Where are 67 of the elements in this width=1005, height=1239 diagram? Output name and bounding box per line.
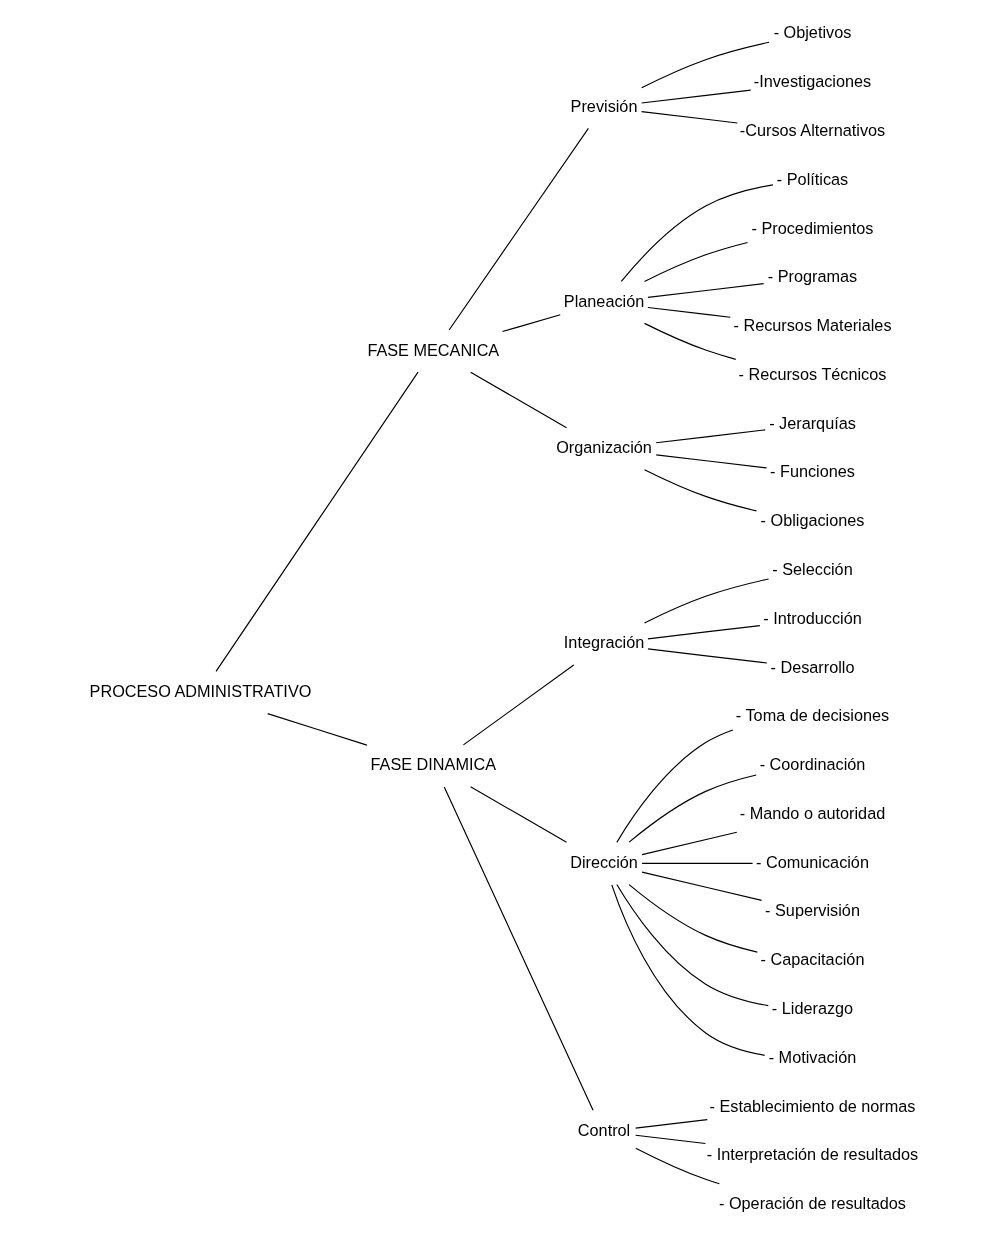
node-text: - Operación de resultados (718, 1194, 906, 1213)
node-text: - Procedimientos (751, 218, 873, 237)
connector (501, 314, 561, 333)
node-text: - Interpretación de resultados (706, 1145, 918, 1164)
connector (628, 774, 757, 843)
node-text: - Desarrollo (770, 657, 854, 676)
node-text: Previsión (570, 96, 637, 115)
node-text: - Liderazgo (771, 999, 853, 1018)
node-text: - Funciones (769, 462, 855, 481)
node-text: - Capacitación (760, 950, 864, 969)
connector (640, 111, 738, 124)
connector (655, 429, 766, 444)
connector (615, 883, 769, 1007)
node-text: PROCESO ADMINISTRATIVO (89, 681, 311, 700)
node-text: - Recursos Técnicos (738, 364, 886, 383)
connector (443, 786, 594, 1111)
connector (628, 884, 758, 953)
connector (634, 1134, 706, 1145)
connector (643, 469, 757, 512)
connector (646, 648, 767, 664)
connector (646, 306, 731, 318)
connector (646, 283, 764, 298)
connector (640, 871, 762, 901)
node-text: - Supervisión (764, 901, 860, 920)
connector (640, 89, 751, 104)
connector (640, 831, 737, 856)
node-text: - Objetivos (773, 23, 851, 42)
connector (655, 454, 767, 469)
node-text: -Investigaciones (753, 72, 871, 91)
node-text: Planeación (563, 291, 644, 310)
node-text: Control (577, 1120, 630, 1139)
connector (643, 241, 748, 283)
connector (469, 786, 567, 843)
node-text: - Recursos Materiales (732, 316, 892, 335)
connector (643, 578, 769, 624)
node-text: - Establecimiento de normas (709, 1096, 915, 1115)
node-text: FASE MECANICA (366, 340, 499, 359)
node-text: -Cursos Alternativos (739, 121, 885, 140)
connector (462, 664, 574, 746)
node-text: - Comunicación (755, 852, 869, 871)
node-text: - Mando o autoridad (739, 803, 885, 822)
node-text: FASE DINAMICA (370, 755, 496, 774)
node-text: - Introducción (762, 608, 862, 627)
node-text: - Selección (771, 560, 853, 579)
connector (214, 371, 419, 672)
connector (448, 127, 589, 331)
connector (646, 625, 760, 640)
connector (620, 184, 773, 282)
node-text: Integración (563, 633, 644, 652)
node-text: Dirección (569, 852, 638, 871)
connector (266, 713, 367, 746)
node-text: - Políticas (776, 169, 848, 188)
node-text: - Coordinación (759, 755, 865, 774)
node-text: Organización (555, 438, 652, 457)
node-text: - Obligaciones (760, 511, 864, 530)
connector (634, 1119, 708, 1129)
node-text: - Jerarquías (768, 413, 856, 432)
connector (469, 371, 567, 429)
connector (615, 729, 733, 843)
node-text: - Toma de decisiones (735, 706, 889, 725)
connector (643, 322, 736, 360)
connector (640, 862, 753, 864)
connector (610, 884, 765, 1056)
node-text: - Motivación (768, 1047, 856, 1066)
connector (640, 41, 770, 89)
node-text: - Programas (767, 267, 857, 286)
connector (634, 1147, 720, 1185)
